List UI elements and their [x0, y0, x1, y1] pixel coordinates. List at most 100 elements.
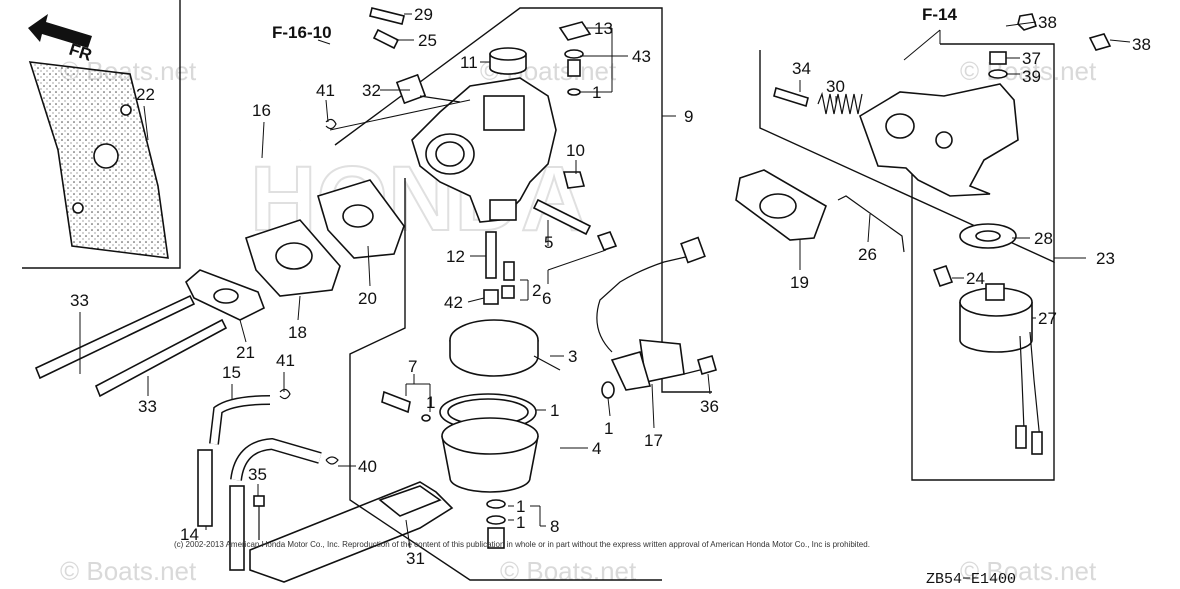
part-22-bolt-hole [72, 202, 84, 214]
watermark-text: © Boats.net [60, 556, 197, 586]
callout-12[interactable]: 12 [446, 247, 465, 266]
callout-1[interactable]: 1 [592, 83, 601, 102]
callout-1e[interactable]: 1 [516, 513, 525, 532]
part-4-float-bowl [439, 393, 539, 493]
callout-18[interactable]: 18 [288, 323, 307, 342]
callout-40[interactable]: 40 [358, 457, 377, 476]
callout-1d[interactable]: 1 [516, 497, 525, 516]
callout-15[interactable]: 15 [222, 363, 241, 382]
part-22-hole [93, 143, 119, 169]
callout-19[interactable]: 19 [790, 273, 809, 292]
callouts: 22 16 41 32 29 25 11 13 43 1 9 10 5 6 12… [70, 5, 1151, 568]
callout-13[interactable]: 13 [594, 19, 613, 38]
carb-group-border [334, 7, 712, 393]
gasket-box-border [22, 0, 181, 269]
part-21-hole [213, 288, 239, 304]
callout-41b[interactable]: 41 [276, 351, 295, 370]
part-1-oring [567, 88, 581, 96]
part-42-nut [483, 289, 499, 305]
callout-43[interactable]: 43 [632, 47, 651, 66]
part-13-plate [558, 21, 592, 41]
part-40-hose-inner [231, 439, 322, 481]
callout-7[interactable]: 7 [408, 357, 417, 376]
part-1-washer [601, 381, 615, 399]
part-20-bore [342, 204, 374, 228]
part-8-drain-screw [487, 527, 505, 549]
callout-33b[interactable]: 33 [138, 397, 157, 416]
callout-1b[interactable]: 1 [426, 393, 435, 412]
callout-6[interactable]: 6 [542, 289, 551, 308]
callout-21[interactable]: 21 [236, 343, 255, 362]
ref-f14[interactable]: F-14 [922, 5, 958, 24]
callout-36[interactable]: 36 [700, 397, 719, 416]
callout-34[interactable]: 34 [792, 59, 811, 78]
callout-4[interactable]: 4 [592, 439, 601, 458]
watermark-text: © Boats.net [960, 556, 1097, 586]
part-5-cap [596, 231, 618, 251]
callout-9[interactable]: 9 [684, 107, 693, 126]
callout-28[interactable]: 28 [1034, 229, 1053, 248]
callout-10[interactable]: 10 [566, 141, 585, 160]
part-29-link [369, 7, 405, 25]
callout-35[interactable]: 35 [248, 465, 267, 484]
part-34-screw [773, 86, 809, 108]
callout-16[interactable]: 16 [252, 101, 271, 120]
callout-37[interactable]: 37 [1022, 49, 1041, 68]
callout-1c[interactable]: 1 [550, 401, 559, 420]
callout-8[interactable]: 8 [550, 517, 559, 536]
part-3-float [449, 319, 561, 377]
diagram-code: ZB54−E1400 [926, 571, 1016, 588]
part-33-stud [34, 294, 196, 380]
callout-11[interactable]: 11 [460, 53, 478, 72]
callout-38[interactable]: 38 [1038, 13, 1057, 32]
ref-f16-10[interactable]: F-16-10 [272, 23, 332, 42]
part-19-bore [759, 193, 797, 219]
part-10-screw [562, 171, 586, 189]
callout-22[interactable]: 22 [136, 85, 155, 104]
part-37-collar [989, 51, 1007, 65]
part-17-fuel-cut-solenoid [596, 236, 706, 391]
callout-26[interactable]: 26 [858, 245, 877, 264]
callout-29[interactable]: 29 [414, 5, 433, 24]
part-1-oring [486, 515, 506, 525]
governor-group-border [911, 160, 1055, 481]
part-22-bolt-hole [120, 104, 132, 116]
part-5-screw [532, 198, 592, 236]
callout-41[interactable]: 41 [316, 81, 335, 100]
callout-32[interactable]: 32 [362, 81, 381, 100]
callout-25[interactable]: 25 [418, 31, 437, 50]
callout-5[interactable]: 5 [544, 233, 553, 252]
part-27-stepper-motor [959, 283, 1043, 455]
callout-17[interactable]: 17 [644, 431, 663, 450]
watermarks: © Boats.net © Boats.net © Boats.net © Bo… [60, 56, 1097, 586]
callout-23[interactable]: 23 [1096, 249, 1115, 268]
part-18-bore [275, 242, 313, 270]
callout-30[interactable]: 30 [826, 77, 845, 96]
part-7-ring [421, 414, 431, 422]
callout-3[interactable]: 3 [568, 347, 577, 366]
callout-33[interactable]: 33 [70, 291, 89, 310]
part-11-cap [489, 47, 527, 75]
callout-24[interactable]: 24 [966, 269, 985, 288]
callout-42[interactable]: 42 [444, 293, 463, 312]
callout-27[interactable]: 27 [1038, 309, 1057, 328]
part-30-spring [817, 91, 863, 115]
callout-38b[interactable]: 38 [1132, 35, 1151, 54]
part-1-oring [486, 499, 506, 509]
callout-31[interactable]: 31 [406, 549, 425, 568]
part-14-tube [229, 485, 245, 571]
callout-20[interactable]: 20 [358, 289, 377, 308]
part-40-clip [325, 456, 339, 465]
callout-14[interactable]: 14 [180, 525, 199, 544]
part-31-grip [378, 485, 442, 517]
part-38-nut [1088, 33, 1112, 51]
callout-39[interactable]: 39 [1022, 67, 1041, 86]
part-36-shaft [683, 369, 701, 375]
callout-2[interactable]: 2 [532, 281, 541, 300]
callout-1f[interactable]: 1 [604, 419, 613, 438]
part-2-jet [501, 285, 515, 299]
part-14-tube [197, 449, 213, 527]
part-2-jet [503, 261, 515, 281]
part-39-washer [988, 69, 1008, 79]
